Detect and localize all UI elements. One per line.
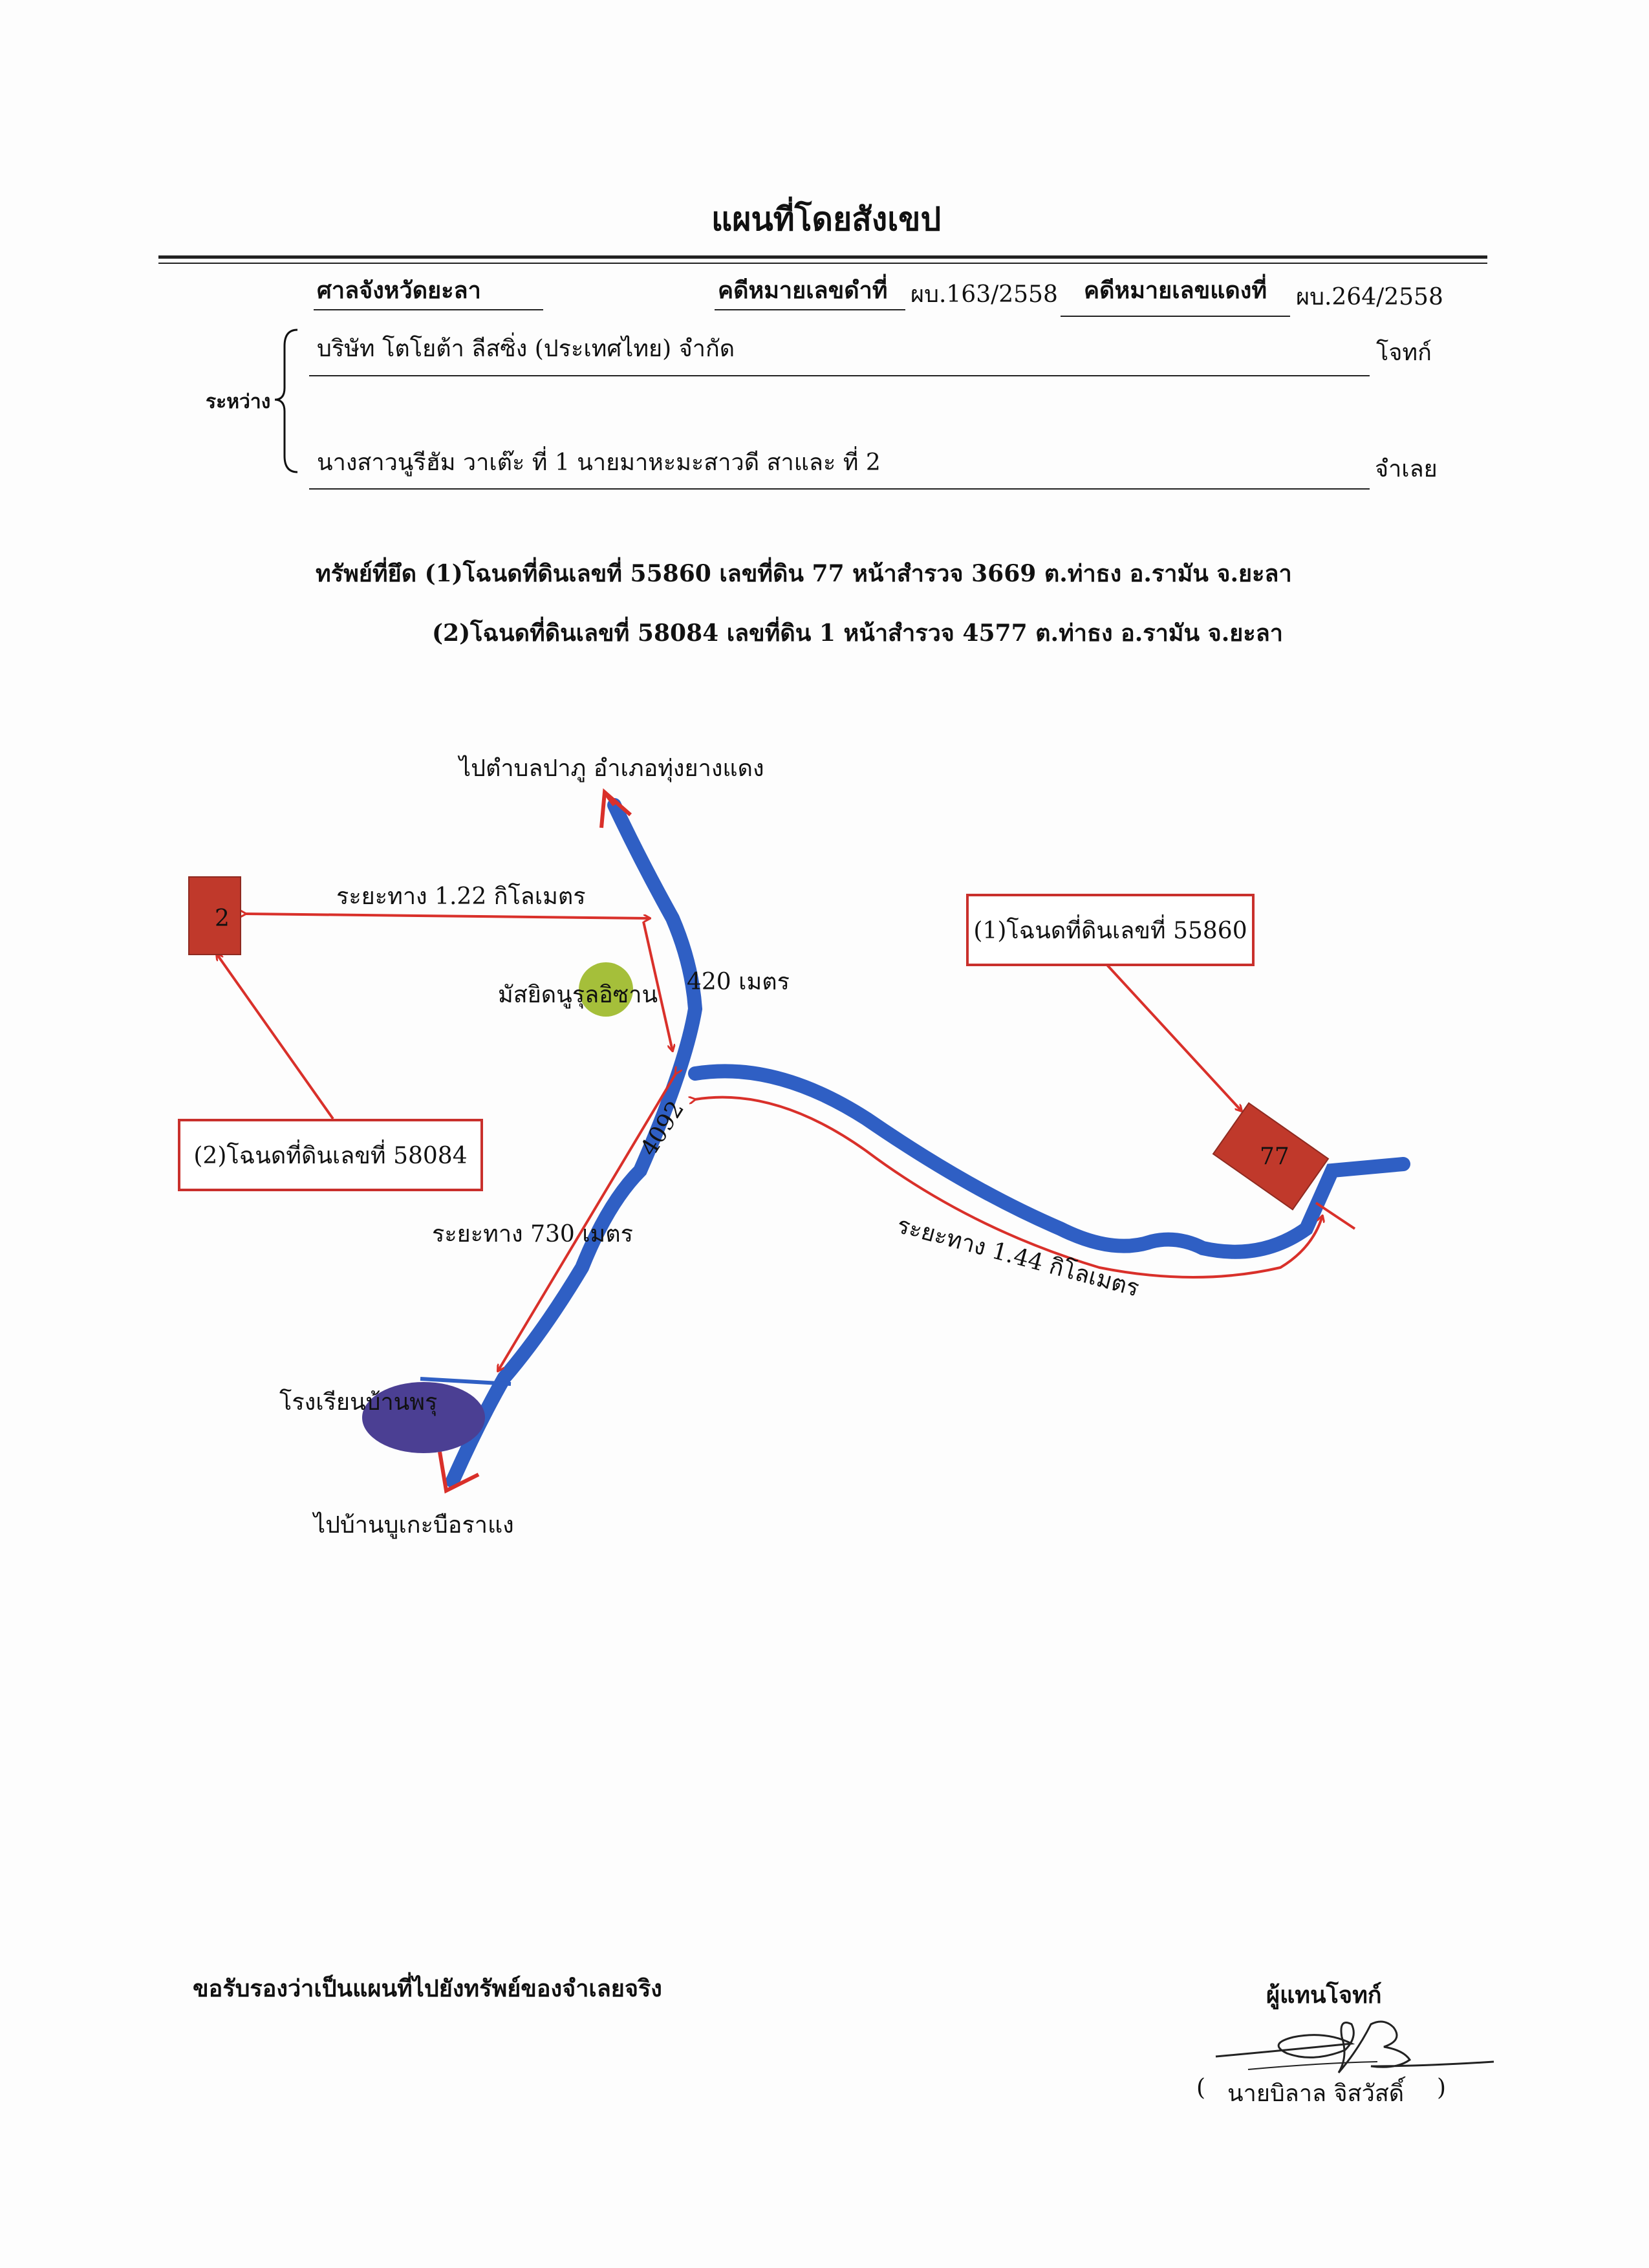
plot2-marker	[188, 876, 241, 955]
title-rule-thin	[158, 263, 1487, 264]
representative-name: นายบิลาล จิสวัสดิ์	[1227, 2080, 1405, 2107]
north-arrow	[599, 788, 632, 828]
seized-line-2: (2)โฉนดที่ดินเลขที่ 58084 เลขที่ดิน 1 หน…	[432, 620, 1284, 647]
title-rule-thick	[158, 255, 1487, 259]
plot2-callout-text: (2)โฉนดที่ดินเลขที่ 58084	[193, 1142, 468, 1169]
mosque-label: มัสยิดนูรุลอิซาน	[498, 982, 658, 1009]
black-case-underline	[715, 309, 905, 310]
red-case-number: ผบ.264/2558	[1296, 284, 1443, 310]
plot1-callout-text: (1)โฉนดที่ดินเลขที่ 55860	[973, 917, 1247, 944]
parties-brace	[274, 329, 298, 473]
plot1-marker-label: 77	[1260, 1143, 1289, 1170]
court-name: ศาลจังหวัดยะลา	[317, 277, 481, 304]
callout-pointer-plot1	[1105, 962, 1242, 1111]
plaintiff-name: บริษัท โตโยต้า ลีสซิ่ง (ประเทศไทย) จำกัด	[317, 336, 735, 362]
school-label: โรงเรียนบ้านพรุ	[279, 1388, 437, 1416]
defendant-names: นางสาวนูรีฮัม วาเต๊ะ ที่ 1 นายมาหะมะสาวด…	[317, 449, 881, 476]
distance-plot1-label: ระยะทาง 1.44 กิโลเมตร	[894, 1211, 1142, 1302]
arrow-school	[498, 1074, 676, 1371]
black-case-number: ผบ.163/2558	[911, 281, 1058, 308]
distance-mosque-label: 420 เมตร	[687, 969, 790, 995]
defendant-role: จำเลย	[1375, 456, 1438, 482]
signature-image	[1215, 2020, 1494, 2073]
between-label: ระหว่าง	[206, 391, 271, 413]
plot1-callout: (1)โฉนดที่ดินเลขที่ 55860	[966, 894, 1255, 966]
page-title: แผนที่โดยสังเขป	[711, 200, 942, 238]
defendant-underline	[309, 488, 1370, 490]
distance-school-label: ระยะทาง 730 เมตร	[432, 1221, 633, 1247]
plot2-marker-label: 2	[215, 905, 230, 932]
distance-plot2-label: ระยะทาง 1.22 กิโลเมตร	[336, 883, 586, 910]
red-case-label: คดีหมายเลขแดงที่	[1084, 277, 1267, 304]
representative-open-paren: (	[1196, 2075, 1206, 2101]
seized-line-1: ทรัพย์ที่ยึด (1)โฉนดที่ดินเลขที่ 55860 เ…	[316, 560, 1292, 587]
school-marker	[362, 1382, 485, 1453]
plaintiff-role: โจทก์	[1376, 340, 1432, 366]
court-underline	[314, 309, 543, 310]
representative-label: ผู้แทนโจทก์	[1266, 1982, 1382, 2009]
south-arrow	[438, 1451, 480, 1494]
arrow-plot2	[246, 914, 650, 918]
plot1-marker	[1212, 1102, 1330, 1211]
school-side-road	[420, 1377, 512, 1386]
representative-close-paren: )	[1437, 2075, 1447, 2101]
to-north-label: ไปตำบลปาภู อำเภอทุ่งยางแดง	[457, 755, 764, 783]
arrow-plot1	[695, 1097, 1322, 1279]
mosque-marker	[579, 962, 633, 1017]
red-case-underline	[1061, 316, 1290, 317]
plaintiff-underline	[309, 375, 1370, 376]
to-south-label: ไปบ้านบูเกะบือราแง	[312, 1511, 514, 1539]
arrow-mosque	[642, 921, 673, 1051]
callout-pointer-plot2	[217, 954, 334, 1120]
plot2-callout: (2)โฉนดที่ดินเลขที่ 58084	[178, 1119, 483, 1191]
certification-text: ขอรับรองว่าเป็นแผนที่ไปยังทรัพย์ของจำเลย…	[193, 1975, 662, 2002]
black-case-label: คดีหมายเลขดำที่	[718, 277, 888, 304]
